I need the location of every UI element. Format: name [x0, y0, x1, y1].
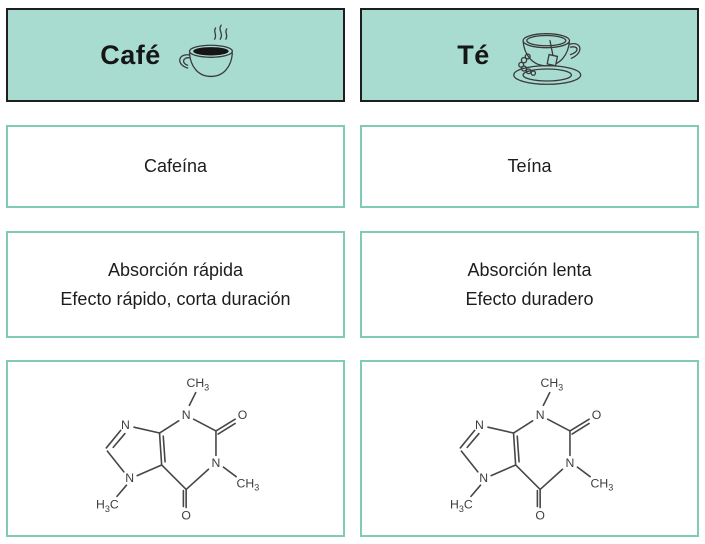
- te-substance-label: Teína: [507, 156, 552, 176]
- svg-text:CH3: CH3: [541, 376, 564, 392]
- te-effect-line-2: Efecto duradero: [465, 288, 594, 309]
- svg-text:N: N: [479, 471, 488, 485]
- svg-text:CH3: CH3: [237, 476, 260, 492]
- te-effects-card: Absorción lenta Efecto duradero: [360, 231, 699, 338]
- cafe-title: Café: [100, 39, 161, 70]
- te-substance-card: Teína: [360, 125, 699, 208]
- svg-text:N: N: [182, 408, 191, 422]
- svg-text:O: O: [181, 508, 191, 522]
- te-title: Té: [457, 39, 490, 70]
- svg-text:N: N: [121, 417, 130, 431]
- svg-text:N: N: [475, 417, 484, 431]
- teacup-icon: [498, 22, 602, 89]
- svg-text:O: O: [238, 408, 248, 422]
- svg-text:H3C: H3C: [96, 497, 119, 513]
- coffee-cup-icon: [169, 24, 251, 86]
- svg-text:N: N: [566, 456, 575, 470]
- svg-text:N: N: [212, 456, 221, 470]
- svg-text:O: O: [535, 508, 545, 522]
- cafe-effect-line-2: Efecto rápido, corta duración: [60, 288, 291, 309]
- cafe-header-card: Café: [6, 8, 345, 102]
- column-te: Té: [360, 8, 699, 544]
- column-cafe: Café Cafeína Absorción rápida Efecto ráp: [6, 8, 345, 544]
- svg-text:O: O: [592, 408, 602, 422]
- svg-text:H3C: H3C: [450, 497, 473, 513]
- svg-text:CH3: CH3: [187, 376, 210, 392]
- cafe-effect-line-1: Absorción rápida: [107, 259, 244, 280]
- cafe-substance-card: Cafeína: [6, 125, 345, 208]
- svg-text:N: N: [125, 471, 134, 485]
- te-effect-line-1: Absorción lenta: [467, 259, 592, 280]
- te-header-card: Té: [360, 8, 699, 102]
- cafe-effects-card: Absorción rápida Efecto rápido, corta du…: [6, 231, 345, 338]
- svg-text:N: N: [536, 408, 545, 422]
- svg-text:CH3: CH3: [591, 476, 614, 492]
- cafe-substance-label: Cafeína: [143, 156, 208, 176]
